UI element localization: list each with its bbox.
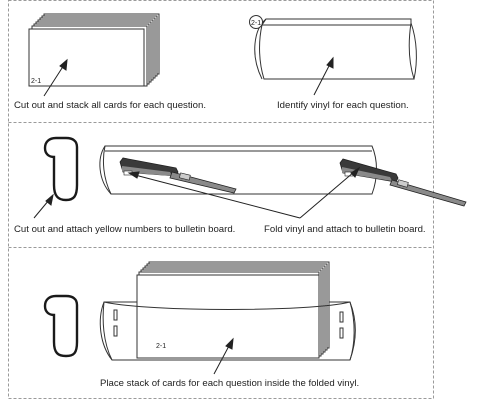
card-stack (28, 13, 160, 87)
caption-place-stack: Place stack of cards for each question i… (100, 378, 359, 389)
caption-attach-numbers: Cut out and attach yellow numbers to bul… (14, 224, 235, 235)
arrow-number (33, 193, 54, 219)
vinyl-label-badge: 2-1 (249, 15, 263, 29)
stapler-left (119, 157, 237, 194)
arrow-cards (43, 58, 68, 97)
card-label-inserted: 2-1 (156, 343, 166, 350)
number-one-outline (43, 136, 79, 202)
number-one-outline-2 (43, 294, 79, 358)
arrow-place (213, 337, 234, 375)
vinyl-label: 2-1 (251, 20, 261, 27)
caption-fold-vinyl: Fold vinyl and attach to bulletin board. (264, 224, 426, 235)
caption-identify-vinyl: Identify vinyl for each question. (277, 100, 409, 111)
panel-borders (8, 0, 434, 399)
staples (113, 309, 344, 339)
vinyl-holder-front (99, 301, 355, 361)
arrow-vinyl (313, 56, 334, 96)
vinyl-sheet (254, 18, 417, 80)
folded-vinyl (99, 145, 377, 195)
caption-cut-stack: Cut out and stack all cards for each que… (14, 100, 206, 111)
card-label: 2-1 (31, 78, 41, 85)
arrows-fold (127, 166, 361, 219)
